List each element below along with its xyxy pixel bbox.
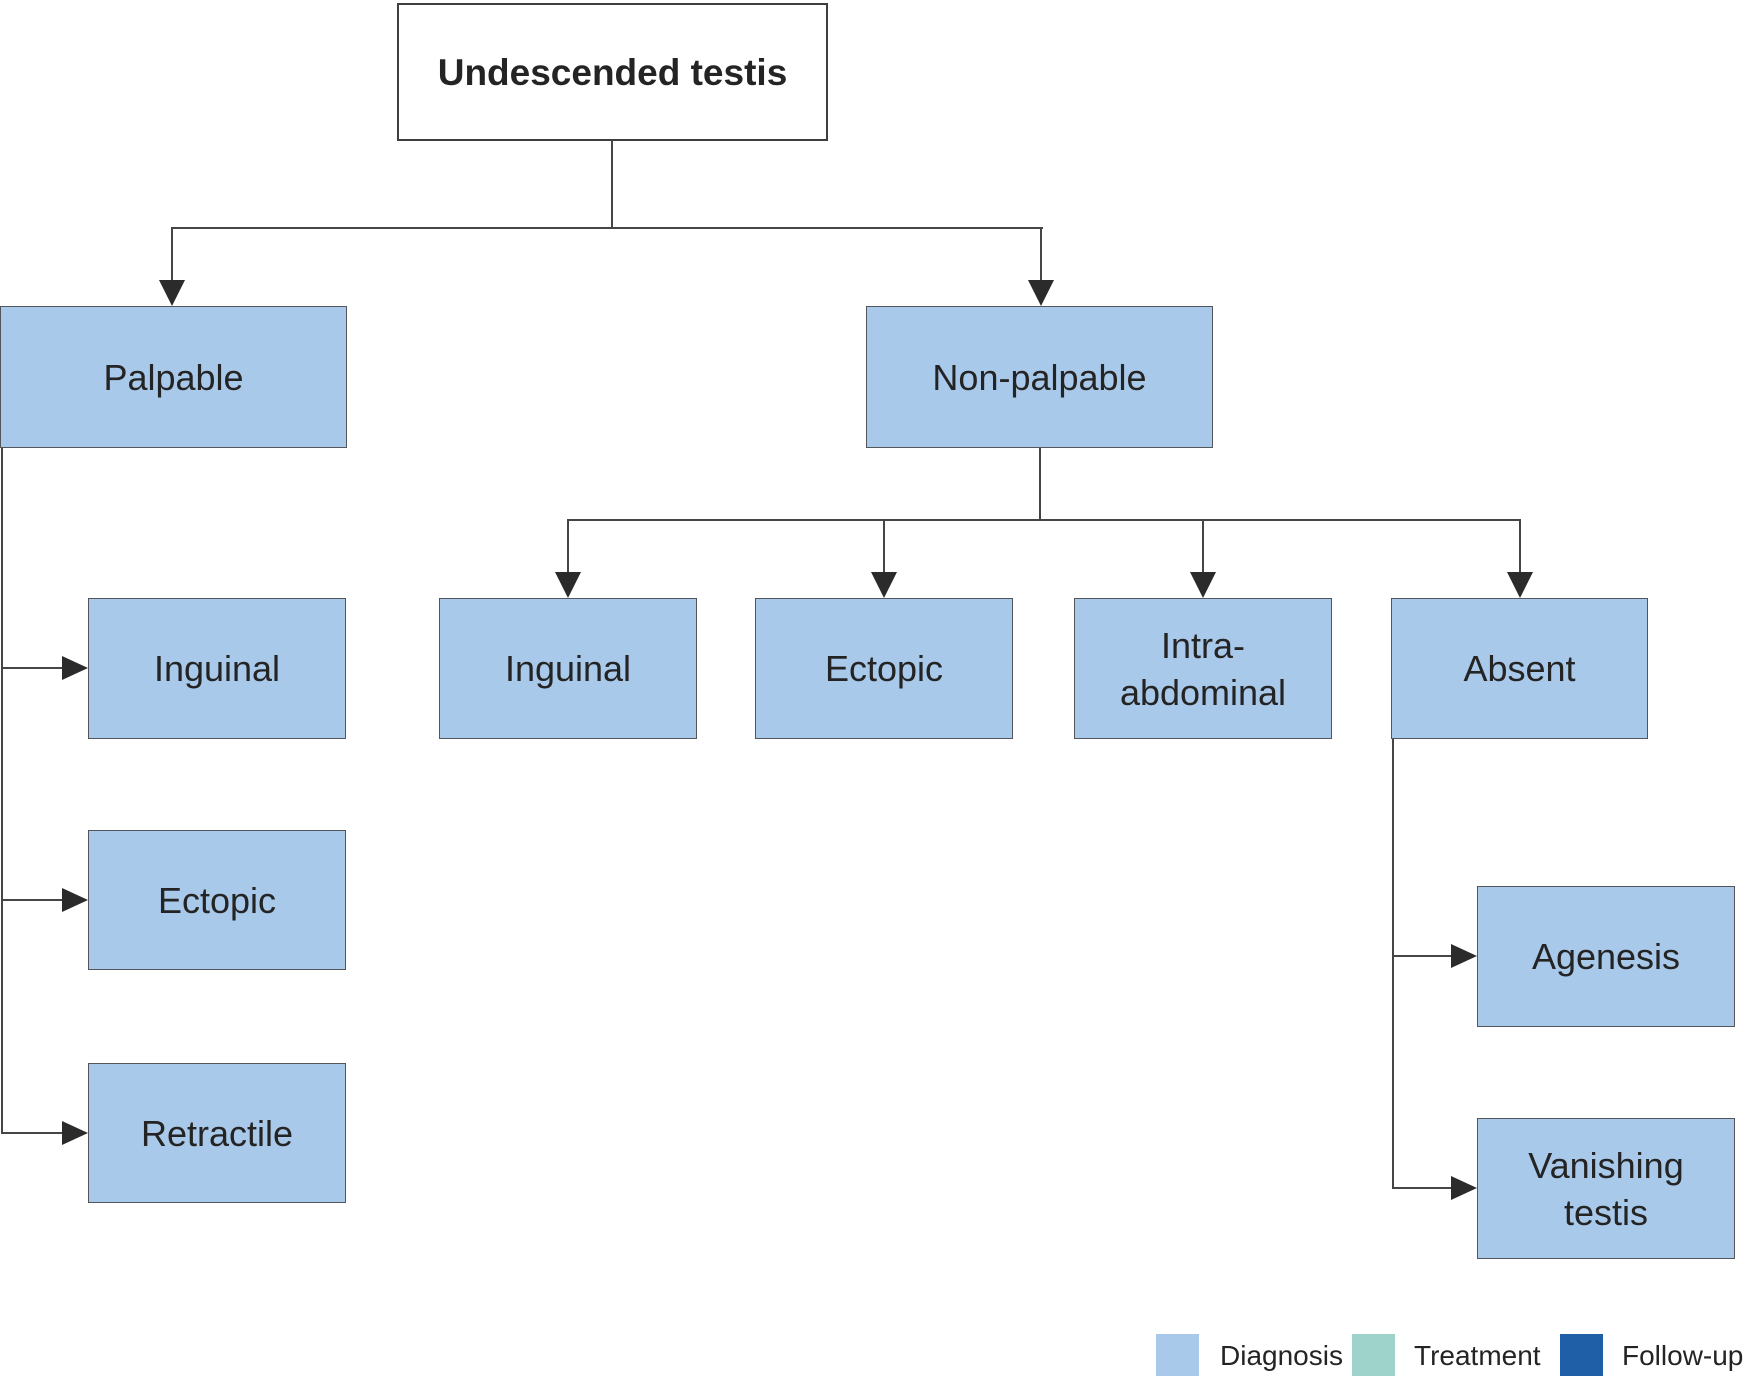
connector-arm-inguinal-palpable — [1, 667, 63, 669]
connector-drop-inguinal-np — [567, 519, 569, 572]
connector-drop-absent — [1519, 519, 1521, 572]
node-inguinal-palpable: Inguinal — [88, 598, 346, 739]
legend-swatch-followup — [1560, 1334, 1603, 1376]
node-palpable: Palpable — [0, 306, 347, 448]
node-ectopic-palpable: Ectopic — [88, 830, 346, 970]
connector-drop-ectopic-np — [883, 519, 885, 572]
arrowhead-absent — [1507, 572, 1533, 598]
node-agenesis: Agenesis — [1477, 886, 1735, 1027]
arrowhead-retractile — [62, 1121, 88, 1145]
connector-arm-agenesis — [1392, 955, 1451, 957]
node-retractile: Retractile — [88, 1063, 346, 1203]
connector-arm-ectopic-palpable — [1, 899, 63, 901]
node-vanishing-testis: Vanishing testis — [1477, 1118, 1735, 1259]
node-undescended-testis: Undescended testis — [397, 3, 828, 141]
arrowhead-ectopic-np — [871, 572, 897, 598]
node-intra-abdominal: Intra- abdominal — [1074, 598, 1332, 739]
connector-drop-palpable — [171, 227, 173, 282]
arrowhead-ectopic-palpable — [62, 888, 88, 912]
connector-arm-vanishing — [1392, 1187, 1451, 1189]
arrowhead-agenesis — [1451, 944, 1477, 968]
node-ectopic-nonpalpable: Ectopic — [755, 598, 1013, 739]
connector-root-stem — [611, 140, 613, 228]
arrowhead-intra-abdominal — [1190, 572, 1216, 598]
legend-label-followup: Follow-up — [1622, 1340, 1744, 1371]
arrowhead-palpable — [159, 280, 185, 306]
arrowhead-nonpalpable — [1028, 280, 1054, 306]
arrowhead-inguinal-palpable — [62, 656, 88, 680]
connector-drop-nonpalpable — [1040, 227, 1042, 282]
node-non-palpable: Non-palpable — [866, 306, 1213, 448]
connector-arm-retractile — [1, 1132, 63, 1134]
arrowhead-vanishing — [1451, 1176, 1477, 1200]
connector-absent-spine — [1392, 739, 1394, 1189]
arrowhead-inguinal-np — [555, 572, 581, 598]
connector-palpable-spine — [1, 448, 3, 1134]
connector-nonpalpable-splitter — [567, 519, 1521, 521]
legend-swatch-diagnosis — [1156, 1334, 1199, 1376]
connector-drop-intra-abdominal — [1202, 519, 1204, 572]
node-inguinal-nonpalpable: Inguinal — [439, 598, 697, 739]
legend-label-treatment: Treatment — [1414, 1340, 1541, 1371]
node-absent: Absent — [1391, 598, 1648, 739]
legend-swatch-treatment — [1352, 1334, 1395, 1376]
legend-label-diagnosis: Diagnosis — [1220, 1340, 1343, 1371]
connector-top-splitter — [171, 227, 1043, 229]
connector-nonpalpable-stem — [1039, 448, 1041, 521]
